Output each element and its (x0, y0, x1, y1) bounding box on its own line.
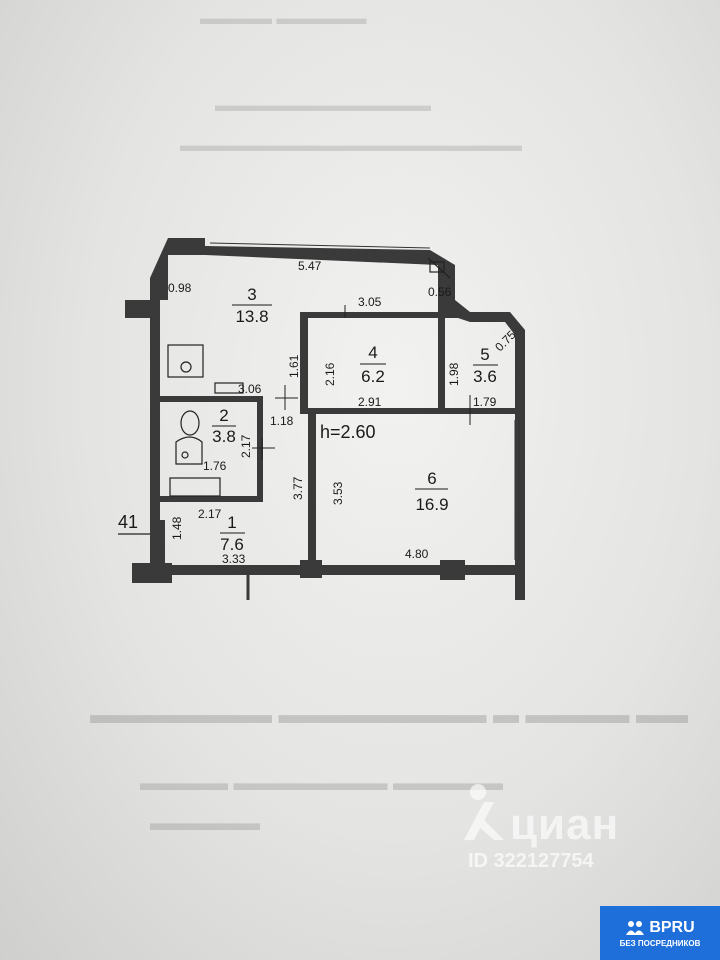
door-marks (252, 305, 471, 460)
room-4-area: 6.2 (361, 367, 385, 386)
room-2-area: 3.8 (212, 427, 236, 446)
background-text: ▬▬▬▬▬ (150, 810, 260, 835)
dimension-label: 3.33 (222, 552, 246, 566)
people-icon (626, 920, 645, 935)
room-6-number: 6 (427, 469, 436, 488)
dimension-label: 2.16 (323, 362, 337, 386)
dimension-label: 1.48 (170, 516, 184, 540)
background-text: ▬▬▬▬ ▬▬▬▬▬ (200, 8, 367, 28)
room-6-area: 16.9 (415, 495, 448, 514)
room-labels: 3 13.8 4 6.2 5 3.6 2 3.8 6 16.9 1 7.6 (212, 285, 498, 554)
dimension-label: 1.79 (473, 395, 497, 409)
fixtures (167, 257, 451, 497)
dimension-labels: 5.47 0.98 0.56 0.75 3.05 1.61 2.16 1.98 … (168, 259, 519, 566)
watermark-brand: циан (510, 800, 620, 849)
badge-brand: BPRU (649, 918, 695, 936)
dimension-label: 1.18 (270, 414, 294, 428)
dimension-label: 2.17 (239, 434, 253, 458)
side-number: 41 (118, 512, 138, 532)
dimension-label: 1.76 (203, 459, 227, 473)
dimension-label: 2.17 (198, 507, 222, 521)
bpru-badge[interactable]: BPRU БЕЗ ПОСРЕДНИКОВ (600, 906, 720, 960)
dimension-label: 3.06 (238, 382, 262, 396)
ceiling-height: h=2.60 (320, 422, 376, 442)
room-5-number: 5 (480, 345, 489, 364)
dimension-label: 3.05 (358, 295, 382, 309)
dimension-label: 1.98 (447, 362, 461, 386)
badge-subtitle: БЕЗ ПОСРЕДНИКОВ (619, 938, 701, 948)
dimension-label: 1.61 (287, 354, 301, 378)
watermark-id: ID 322127754 (468, 850, 594, 872)
background-text: ▬▬▬▬▬▬▬ ▬▬▬▬▬▬▬▬ ▬ ▬▬▬▬ ▬▬ (90, 700, 688, 729)
dimension-label: 4.80 (405, 547, 429, 561)
windows (209, 242, 520, 560)
room-5-area: 3.6 (473, 367, 497, 386)
background-text: ▬▬▬▬▬▬▬▬▬▬▬▬▬▬▬▬▬▬▬ (180, 135, 522, 155)
room-3-area: 13.8 (235, 307, 268, 326)
background-text: ▬▬▬▬ ▬▬▬▬▬▬▬ ▬▬▬▬▬ (140, 770, 503, 795)
room-1-number: 1 (227, 513, 236, 532)
dimension-label: 0.98 (168, 281, 192, 295)
room-2-number: 2 (219, 406, 228, 425)
cian-watermark-icon (464, 784, 504, 840)
dimension-label: 5.47 (298, 259, 322, 273)
dimension-label: 0.56 (428, 285, 452, 299)
room-4-number: 4 (368, 343, 377, 362)
room-3-number: 3 (247, 285, 256, 304)
dimension-label: 3.53 (331, 481, 345, 505)
room-1-area: 7.6 (220, 535, 244, 554)
background-text: ▬▬▬▬▬▬▬▬▬▬▬▬ (215, 95, 431, 115)
dimension-label: 3.77 (291, 476, 305, 500)
dimension-label: 2.91 (358, 395, 382, 409)
walls (125, 238, 525, 600)
